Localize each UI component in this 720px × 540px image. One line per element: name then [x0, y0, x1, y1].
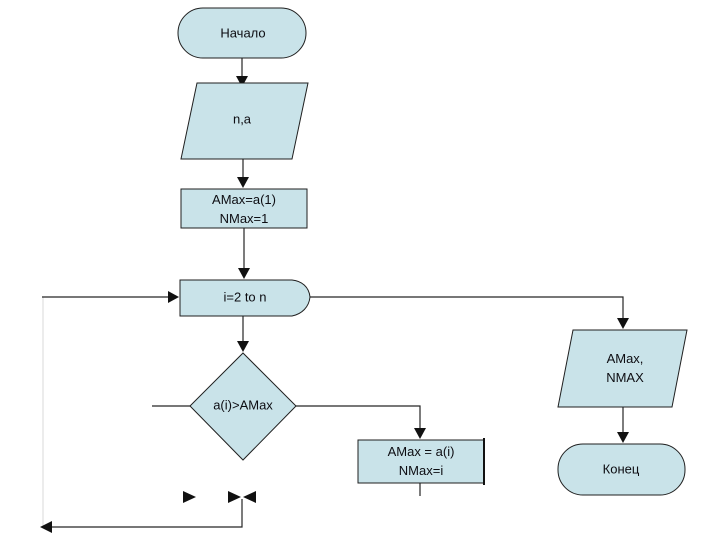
- arrowhead-into-output: [617, 318, 629, 329]
- arrowhead-into-decision: [237, 341, 249, 352]
- arrowhead-into-init: [237, 177, 249, 188]
- arrowhead-into-assign: [414, 428, 426, 439]
- input-parallelogram-shape: [180, 82, 309, 160]
- output-parallelogram-shape: [557, 329, 688, 408]
- arrowhead-merge-incoming-left: [243, 491, 256, 503]
- decision-diamond-shape: [189, 352, 297, 461]
- arrowhead-into-input: [236, 76, 248, 87]
- connector-loop-exit-to-output: [310, 296, 624, 320]
- init-process-shape: [180, 188, 308, 229]
- loop-begin-shape: [179, 279, 311, 317]
- arrowhead-into-loop: [238, 268, 250, 279]
- arrowhead-merge-incoming-right: [228, 491, 241, 503]
- arrowhead-loop-left-entry: [168, 291, 179, 303]
- end-terminator-shape: [557, 443, 686, 496]
- arrowhead-into-end: [617, 432, 629, 443]
- connector-merge-to-loopback: [52, 499, 243, 528]
- start-terminator-shape: [177, 7, 307, 59]
- assign-process-shape: [357, 439, 485, 484]
- arrowhead-loopback-left: [40, 521, 52, 533]
- connector-decision-to-assign: [296, 405, 421, 430]
- arrowhead-merge-left: [183, 491, 196, 503]
